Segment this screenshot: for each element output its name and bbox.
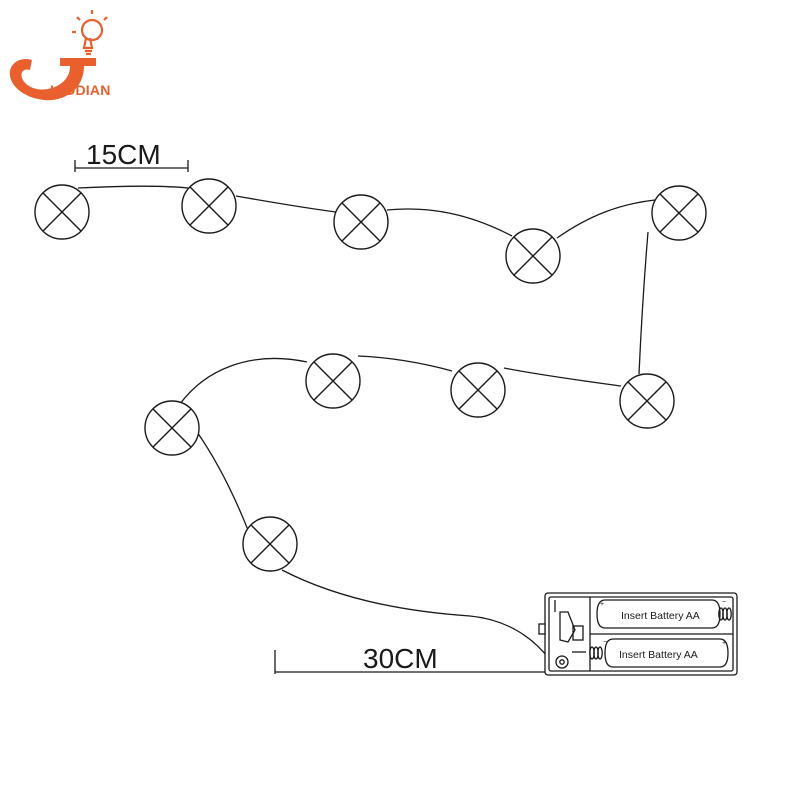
- switch-button: [555, 655, 569, 669]
- logo-j-swoosh: [9, 58, 96, 101]
- wire-5-6: [638, 231, 649, 375]
- lamp-3: [333, 194, 389, 250]
- minus-sign: −: [603, 639, 607, 646]
- lamp-1: [34, 184, 90, 240]
- wire-10-box: [281, 569, 551, 661]
- wire-2-3: [235, 195, 337, 213]
- lamp-cross-mark: [627, 381, 667, 421]
- lamp-cross-mark: [513, 236, 553, 276]
- battery-slot-2: [604, 638, 729, 668]
- lamp-7: [450, 362, 506, 418]
- lamp-10: [242, 516, 298, 572]
- wire-3-4: [386, 208, 513, 237]
- wire-9-10: [196, 431, 249, 531]
- lamp-5: [651, 185, 707, 241]
- dimension-30cm-label: 30CM: [363, 643, 438, 674]
- plus-sign: +: [722, 640, 726, 647]
- lamp-cross-mark: [189, 186, 229, 226]
- dimension-30cm-line: [274, 650, 545, 674]
- switch-tab: [538, 623, 546, 635]
- wire-7-8: [357, 355, 453, 372]
- logo-wordmark: IAODIAN: [50, 82, 111, 98]
- lamp-cross-mark: [250, 524, 290, 564]
- wire-4-5: [556, 199, 656, 239]
- battery-box: [538, 592, 738, 676]
- lamp-9: [144, 400, 200, 456]
- lamp-cross-mark: [458, 370, 498, 410]
- lamp-8: [305, 353, 361, 409]
- wire-6-7: [503, 367, 622, 387]
- lamp-cross-mark: [341, 202, 381, 242]
- brand-logo: IAODIAN: [0, 0, 160, 110]
- battery-slot-1: [596, 599, 721, 629]
- spring-icon: [589, 646, 603, 660]
- lamp-6: [619, 373, 675, 429]
- wire-1-2: [77, 185, 189, 189]
- lamp-2: [181, 178, 237, 234]
- light-bulb-icon: [72, 10, 108, 56]
- lamp-cross-mark: [313, 361, 353, 401]
- dimension-15cm-line: [74, 160, 189, 172]
- logo-graphic: [9, 10, 108, 101]
- battery-slot-1-label: Insert Battery AA: [621, 610, 700, 622]
- plus-sign: +: [600, 601, 604, 608]
- dimension-15cm-label: 15CM: [86, 139, 161, 170]
- lamp-4: [505, 228, 561, 284]
- lamp-cross-mark: [152, 408, 192, 448]
- battery-slot-2-label: Insert Battery AA: [619, 649, 698, 661]
- lamp-cross-mark: [659, 193, 699, 233]
- spring-icon: [718, 607, 732, 621]
- minus-sign: −: [722, 599, 726, 606]
- wire-8-9: [179, 357, 308, 405]
- lamp-cross-mark: [42, 192, 82, 232]
